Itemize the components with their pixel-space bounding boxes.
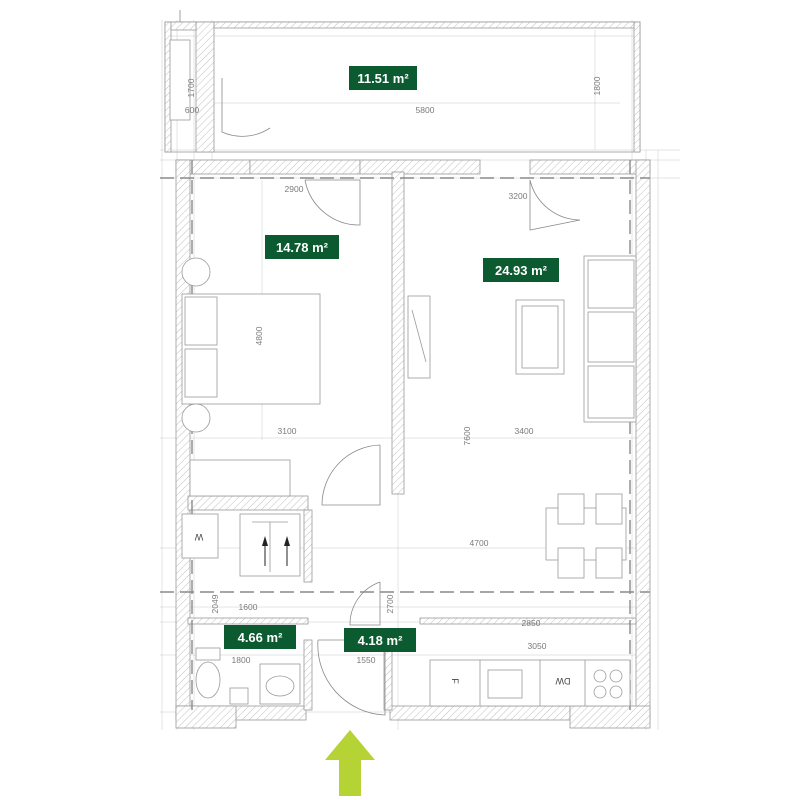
dim-balcony-left-width: 600 [185,105,199,115]
dim-living-height: 7600 [462,426,472,445]
fridge-label: F [450,678,460,684]
dim-bedroom-height: 4800 [254,326,264,345]
dim-hall-width: 1550 [357,655,376,665]
storage-furniture [181,513,301,577]
area-badge-hall: 4.18 m² [344,628,416,652]
dim-balcony-width: 5800 [416,105,435,115]
area-badge-bedroom: 14.78 m² [265,235,339,259]
balcony [164,10,641,153]
area-badge-balcony: 11.51 m² [349,66,417,90]
dimension-labels: 5800 1800 600 1700 2900 3200 4800 3100 7… [185,76,602,665]
structural-axes [160,160,650,710]
dim-bath-height: 2049 [210,594,220,613]
dishwasher-label: DW [555,676,570,686]
dim-living-mid: 3400 [515,426,534,436]
dim-kitchen-top: 2850 [522,618,541,628]
area-badge-living: 24.93 m² [483,258,559,282]
dim-kitchen-width: 4700 [470,538,489,548]
dim-living-top: 3200 [509,191,528,201]
dim-kitchen-inner: 3050 [528,641,547,651]
dim-balcony-depth: 1800 [592,76,602,95]
area-badge-bathroom: 4.66 m² [224,625,296,649]
living-furniture [407,255,637,579]
svg-text:4.18 m²: 4.18 m² [358,633,403,648]
svg-text:14.78 m²: 14.78 m² [276,240,329,255]
svg-text:4.66 m²: 4.66 m² [238,630,283,645]
outer-walls [175,159,651,729]
dim-bath-top: 1600 [239,602,258,612]
svg-text:11.51 m²: 11.51 m² [357,71,409,86]
dim-bath-inner: 1800 [232,655,251,665]
dim-balcony-left-depth: 1700 [186,78,196,97]
bathroom-fixtures [195,647,301,705]
svg-text:24.93 m²: 24.93 m² [495,263,548,278]
kitchen-counter [429,659,631,707]
bedroom-furniture [181,257,321,497]
doors [304,179,581,716]
washer-label: W [194,532,203,542]
dim-hall-height: 2700 [385,594,395,613]
dim-bedroom-top: 2900 [285,184,304,194]
entrance-arrow-icon [325,730,375,796]
dim-bedroom-bottom: 3100 [278,426,297,436]
